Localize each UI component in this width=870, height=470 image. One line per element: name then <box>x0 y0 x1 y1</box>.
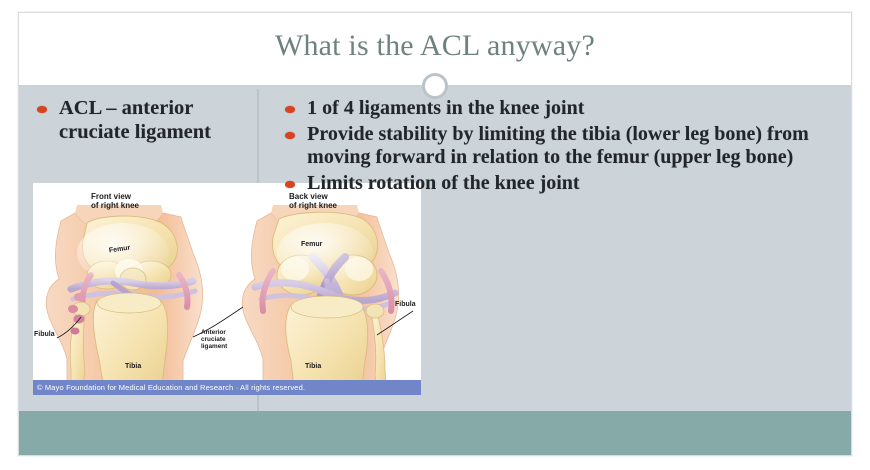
label-front-view: Front view of right knee <box>91 192 140 210</box>
slide-body: ACL – anterior cruciate ligament <box>19 87 851 455</box>
anatomy-figure: Front view of right knee Back view of ri… <box>33 183 421 395</box>
left-content-column: ACL – anterior cruciate ligament <box>19 87 421 411</box>
page-title: What is the ACL anyway? <box>274 29 596 63</box>
list-item: ACL – anterior cruciate ligament <box>33 97 243 145</box>
list-item: Provide stability by limiting the tibia … <box>281 123 833 170</box>
list-item-label: Limits rotation of the knee joint <box>307 171 580 194</box>
list-item-label: Provide stability by limiting the tibia … <box>307 122 809 169</box>
bullet-dot-icon <box>37 106 47 113</box>
title-circle-ornament <box>422 73 448 99</box>
two-column-layout: ACL – anterior cruciate ligament <box>19 87 851 411</box>
knee-anatomy-illustration <box>33 183 421 395</box>
slide-frame: What is the ACL anyway? ACL – anterior c… <box>18 12 852 456</box>
label-back-view: Back view of right knee <box>289 192 338 210</box>
back-view-knee <box>241 205 399 395</box>
bullet-dot-icon <box>285 106 296 113</box>
front-view-knee <box>45 205 203 395</box>
label-tibia-right: Tibia <box>305 363 322 370</box>
list-item-label: 1 of 4 ligaments in the knee joint <box>307 97 585 119</box>
bottom-accent-bar <box>19 411 851 455</box>
list-item: 1 of 4 ligaments in the knee joint <box>281 97 833 121</box>
slide-title-band: What is the ACL anyway? <box>19 13 851 79</box>
label-tibia-left: Tibia <box>125 363 142 370</box>
list-item-label: ACL – anterior cruciate ligament <box>59 97 211 143</box>
label-anterior-cruciate-ligament: Anterior cruciate ligament <box>201 329 228 351</box>
label-femur-right: Femur <box>301 241 323 248</box>
figure-credit: © Mayo Foundation for Medical Education … <box>33 380 421 395</box>
list-item: Limits rotation of the knee joint <box>281 172 833 196</box>
bullet-dot-icon <box>285 180 296 188</box>
right-content-column: 1 of 4 ligaments in the knee joint Provi… <box>259 87 851 411</box>
right-bullet-list: 1 of 4 ligaments in the knee joint Provi… <box>281 97 833 195</box>
label-fibula-right: Fibula <box>395 301 416 308</box>
label-fibula-left: Fibula <box>34 331 55 338</box>
left-bullet-list: ACL – anterior cruciate ligament <box>33 97 243 145</box>
bullet-dot-icon <box>285 131 296 139</box>
label-leader-lines <box>56 306 414 339</box>
